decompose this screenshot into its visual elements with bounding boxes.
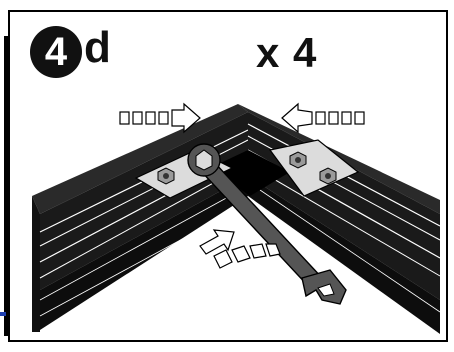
arrow-left-icon xyxy=(282,104,364,132)
arrow-right-icon xyxy=(120,104,200,132)
step-number-badge: 4 xyxy=(30,26,82,78)
nut-right-top xyxy=(290,152,306,168)
profile-left-arm xyxy=(32,104,248,332)
edge-mark xyxy=(0,312,6,316)
quantity-label: x 4 xyxy=(256,32,317,74)
nut-right-bottom xyxy=(320,168,336,184)
left-edge-bar xyxy=(4,36,10,336)
step-letter: d xyxy=(84,26,111,70)
nut-left xyxy=(158,168,174,184)
